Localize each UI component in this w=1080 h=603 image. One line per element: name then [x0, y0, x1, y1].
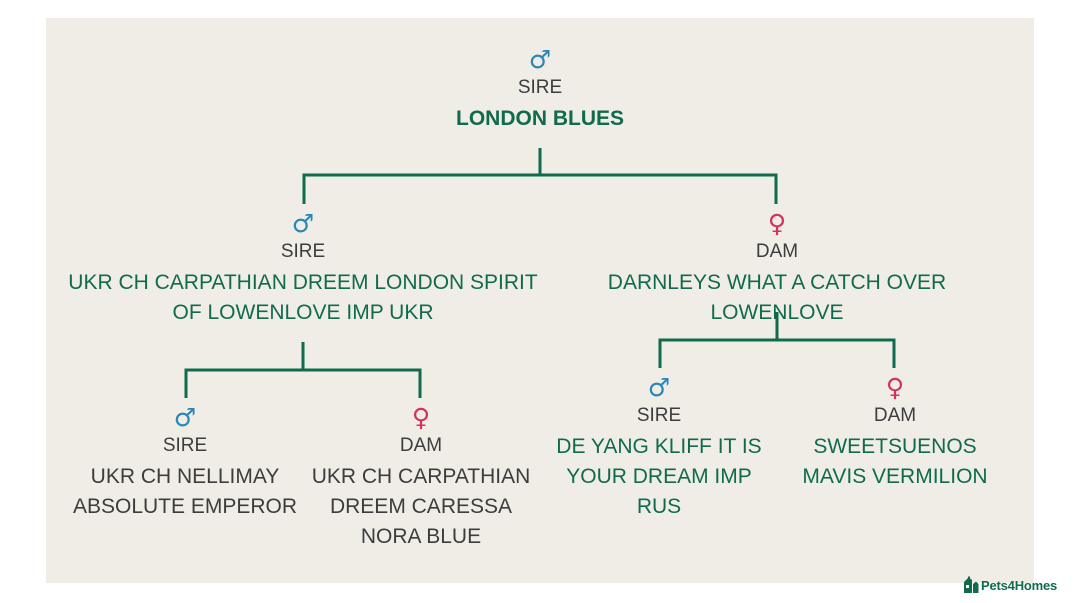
node-name-line: MAVIS VERMILION [802, 465, 988, 488]
node-sire-dam: ♀ DAM UKR CH CARPATHIAN DREEM CARESSA NO… [301, 404, 541, 552]
node-name-line: NORA BLUE [360, 525, 482, 548]
node-role: DAM [755, 241, 799, 262]
node-sire: ♂ SIRE UKR CH CARPATHIAN DREEM LONDON SP… [63, 210, 543, 328]
node-name-line: ABSOLUTE EMPEROR [72, 495, 298, 518]
connector-sire-to-grandparents [184, 368, 422, 398]
node-name-line: UKR CH NELLIMAY [90, 465, 280, 488]
pets4homes-house-icon [964, 576, 979, 593]
node-name-line: DARNLEYS WHAT A CATCH OVER LOWENLOVE [607, 271, 947, 324]
node-role: DAM [873, 405, 917, 426]
male-icon: ♂ [173, 403, 197, 432]
connector-root-to-parents [302, 173, 778, 204]
node-dam: ♀ DAM DARNLEYS WHAT A CATCH OVER LOWENLO… [542, 210, 1012, 328]
male-icon: ♂ [528, 45, 552, 74]
brand-name: Pets4Homes [981, 577, 1058, 593]
male-icon: ♂ [647, 373, 671, 402]
node-role: SIRE [517, 77, 563, 98]
female-icon: ♀ [767, 209, 787, 238]
male-icon: ♂ [291, 209, 315, 238]
connector-dam-to-grandparents [658, 338, 896, 368]
node-root: ♂ SIRE LONDON BLUES [456, 46, 624, 134]
node-role: DAM [399, 435, 443, 456]
female-icon: ♀ [885, 373, 905, 402]
female-icon: ♀ [411, 403, 431, 432]
node-name-line: RUS [636, 495, 682, 518]
node-role: SIRE [280, 241, 326, 262]
pedigree-panel [46, 18, 1034, 583]
brand-logo: Pets4Homes [963, 575, 1057, 595]
node-dam-sire: ♂ SIRE DE YANG KLIFF IT IS YOUR DREAM IM… [539, 374, 779, 522]
node-name-line: DE YANG KLIFF IT IS [556, 435, 762, 458]
node-name: LONDON BLUES [456, 107, 624, 130]
node-name-line: YOUR DREAM IMP [566, 465, 752, 488]
node-name-line: SWEETSUENOS [813, 435, 977, 458]
node-name-line: DREEM CARESSA [329, 495, 513, 518]
node-name-line: UKR CH CARPATHIAN [311, 465, 531, 488]
node-dam-dam: ♀ DAM SWEETSUENOS MAVIS VERMILION [775, 374, 1015, 492]
node-name-line: OF LOWENLOVE IMP UKR [172, 301, 434, 324]
node-role: SIRE [162, 435, 208, 456]
node-sire-sire: ♂ SIRE UKR CH NELLIMAY ABSOLUTE EMPEROR [65, 404, 305, 522]
node-name-line: UKR CH CARPATHIAN DREEM LONDON SPIRIT [68, 271, 538, 294]
node-role: SIRE [636, 405, 682, 426]
